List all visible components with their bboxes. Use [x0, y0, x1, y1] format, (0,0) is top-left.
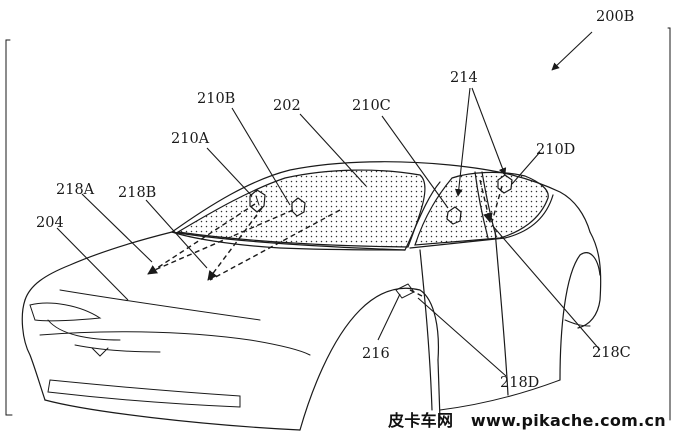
label-214: 214	[450, 70, 478, 86]
leader-210a	[206, 147, 253, 197]
watermark-url: www.pikache.com.cn	[470, 411, 666, 430]
leader-202	[299, 113, 367, 187]
beam-218b-2	[209, 209, 341, 281]
sensor-210a	[249, 189, 266, 213]
beam-218a-2	[149, 209, 294, 273]
leader-210c	[381, 115, 449, 209]
leader-210d	[511, 151, 541, 185]
leader-218a	[81, 193, 153, 263]
leader-214-left	[454, 87, 471, 197]
watermark-site-name: 皮卡车网	[388, 411, 454, 430]
label-210b: 210B	[197, 91, 235, 107]
leader-214-right	[471, 87, 507, 176]
label-218a: 218A	[56, 182, 95, 198]
label-218b: 218B	[118, 185, 156, 201]
label-210c: 210C	[352, 98, 391, 114]
label-204: 204	[36, 215, 64, 231]
label-218c: 218C	[592, 345, 631, 361]
figure-frame-bracket-right	[667, 27, 671, 421]
label-216: 216	[362, 346, 390, 362]
leader-218d	[417, 297, 507, 377]
windshield-glass	[176, 169, 426, 248]
label-202: 202	[273, 98, 301, 114]
leader-210b	[231, 107, 291, 206]
sensor-210c	[446, 206, 462, 225]
beam-218a-1	[147, 203, 256, 275]
figure-frame-bracket	[5, 39, 13, 416]
leader-218b	[145, 199, 208, 269]
leader-216	[377, 293, 401, 341]
leader-218c	[491, 224, 601, 351]
beam-218c-2	[491, 185, 503, 223]
label-200b: 200B	[596, 9, 634, 25]
beam-218b-1	[207, 207, 263, 281]
site-watermark: 皮卡车网 www.pikache.com.cn	[388, 407, 666, 431]
beam-218c-1	[479, 179, 493, 223]
leader-204	[56, 227, 129, 301]
beam-218d	[409, 289, 423, 297]
label-210a: 210A	[171, 131, 210, 147]
label-210d: 210D	[536, 142, 575, 158]
b-pillar	[474, 171, 489, 239]
car-body	[21, 161, 602, 431]
label-218d: 218D	[500, 375, 539, 391]
leader-200b	[551, 31, 593, 71]
